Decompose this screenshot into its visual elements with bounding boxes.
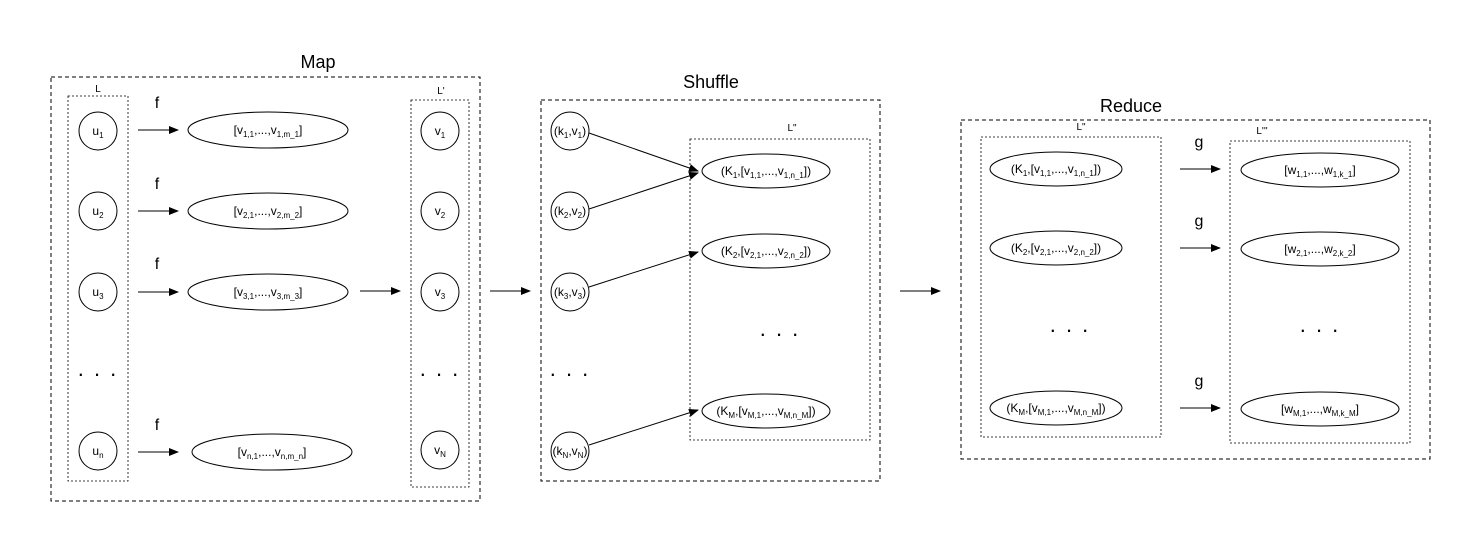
- svg-text:u3: u3: [92, 285, 104, 301]
- reduce-result-ellipse: [1240, 231, 1400, 267]
- shuffle-pair-text: (kN,vN): [553, 444, 588, 460]
- reduce-function-label: g: [1195, 373, 1204, 390]
- shuffle-group-ellipse: [701, 153, 831, 189]
- shuffle-arrow: [588, 250, 699, 288]
- shuffle-group-list: [689, 138, 871, 441]
- map-output-node: v1: [420, 111, 460, 151]
- shuffle-stage-title: Shuffle: [683, 72, 739, 92]
- reduce-result-ellipse: [1240, 391, 1400, 427]
- map-result-ellipse: [187, 111, 349, 149]
- shuffle-group-list-label: L": [787, 123, 797, 134]
- reduce-stage-title: Reduce: [1100, 96, 1162, 116]
- shuffle-group-ellipsis: . . .: [760, 316, 801, 341]
- reduce-output-list: [1229, 140, 1411, 444]
- map-input-list: [67, 95, 129, 482]
- map-input-node: u2: [78, 191, 118, 231]
- reduce-input-list-label: L": [1076, 122, 1086, 133]
- reduce-group-ellipse: [989, 230, 1123, 266]
- map-input-node: un: [78, 431, 118, 471]
- reduce-result-ellipse: [1240, 152, 1400, 188]
- map-stage-title: Map: [300, 52, 335, 72]
- reduce-function-label: g: [1195, 213, 1204, 230]
- svg-text:u1: u1: [92, 124, 104, 140]
- map-function-label: f: [155, 176, 160, 193]
- map-result-text: [v1,1,...,v1,m_1]: [234, 123, 303, 139]
- shuffle-group-text: (K1,[v1,1,...,v1,n_1]): [721, 164, 811, 180]
- reduce-input-list: [980, 136, 1162, 438]
- reduce-group-ellipse: [989, 151, 1123, 187]
- map-result-text: [v2,1,...,v2,m_2]: [234, 204, 303, 220]
- map-result-ellipse: [187, 192, 349, 230]
- reduce-stage: Reduce L" L''' (K1,[v1,1,...,v1,n_1]) (K…: [960, 96, 1431, 460]
- svg-text:v2: v2: [435, 204, 446, 220]
- shuffle-stage-box: [540, 99, 881, 482]
- shuffle-pair-text: (k1,v1): [554, 124, 586, 140]
- shuffle-pair-ellipsis: . . .: [550, 356, 591, 381]
- reduce-group-ellipsis: . . .: [1050, 312, 1091, 337]
- map-function-label: f: [155, 95, 160, 112]
- reduce-stage-box: [960, 119, 1431, 460]
- svg-text:v1: v1: [435, 124, 446, 140]
- reduce-result-text: [w1,1,...,w1,k_1]: [1284, 163, 1355, 179]
- shuffle-arrow: [588, 172, 699, 210]
- shuffle-pair-node: [550, 431, 590, 471]
- reduce-group-text: (KM,[vM,1,...,vM,n_M]): [1006, 401, 1105, 417]
- map-input-node: u1: [78, 111, 118, 151]
- map-input-ellipsis: . . .: [78, 356, 119, 381]
- map-function-label: f: [155, 256, 160, 273]
- map-output-list-label: L': [437, 86, 445, 97]
- map-output-ellipsis: . . .: [420, 356, 461, 381]
- reduce-result-ellipsis: . . .: [1300, 312, 1341, 337]
- map-output-node: v2: [420, 191, 460, 231]
- shuffle-pair-text: (k3,v3): [554, 285, 586, 301]
- shuffle-arrow: [588, 132, 699, 172]
- shuffle-arrow: [588, 408, 699, 446]
- shuffle-pair-node: [550, 191, 590, 231]
- shuffle-group-text: (K2,[v2,1,...,v2,n_2]): [721, 244, 811, 260]
- shuffle-group-ellipse: [701, 233, 831, 269]
- reduce-result-text: [wM,1,...,wM,k_M]: [1281, 402, 1359, 418]
- map-result-text: [vn,1,...,vn,m_n]: [238, 445, 307, 461]
- map-input-node: u3: [78, 272, 118, 312]
- reduce-output-list-label: L''': [1256, 126, 1267, 137]
- map-stage-box: [50, 76, 481, 502]
- map-stage: Map L L' u1 u2 u3 . . . un f f f f: [50, 52, 481, 502]
- map-function-label: f: [155, 417, 160, 434]
- reduce-function-label: g: [1195, 134, 1204, 151]
- reduce-group-text: (K2,[v2,1,...,v2,n_2]): [1011, 241, 1101, 257]
- map-output-node: v3: [420, 272, 460, 312]
- map-output-list: [410, 99, 470, 488]
- shuffle-pair-node: [550, 111, 590, 151]
- map-output-node: vN: [420, 430, 460, 470]
- svg-text:vN: vN: [434, 443, 446, 459]
- shuffle-stage: Shuffle L" (k1,v1) (k2,v2) (k3,v3) . . .…: [540, 72, 881, 482]
- shuffle-pair-text: (k2,v2): [554, 204, 586, 220]
- map-input-list-label: L: [95, 84, 101, 95]
- shuffle-group-text: (KM,[vM,1,...,vM,n_M]): [716, 404, 815, 420]
- reduce-result-text: [w2,1,...,w2,k_2]: [1284, 242, 1355, 258]
- map-result-ellipse: [191, 433, 353, 471]
- shuffle-group-ellipse: [701, 393, 831, 429]
- reduce-group-ellipse: [989, 390, 1123, 426]
- shuffle-pair-node: [550, 272, 590, 312]
- svg-text:u2: u2: [92, 204, 104, 220]
- map-result-text: [v3,1,...,v3,m_3]: [234, 285, 303, 301]
- svg-text:un: un: [92, 444, 103, 460]
- svg-text:v3: v3: [435, 285, 446, 301]
- map-result-ellipse: [187, 273, 349, 311]
- reduce-group-text: (K1,[v1,1,...,v1,n_1]): [1011, 162, 1101, 178]
